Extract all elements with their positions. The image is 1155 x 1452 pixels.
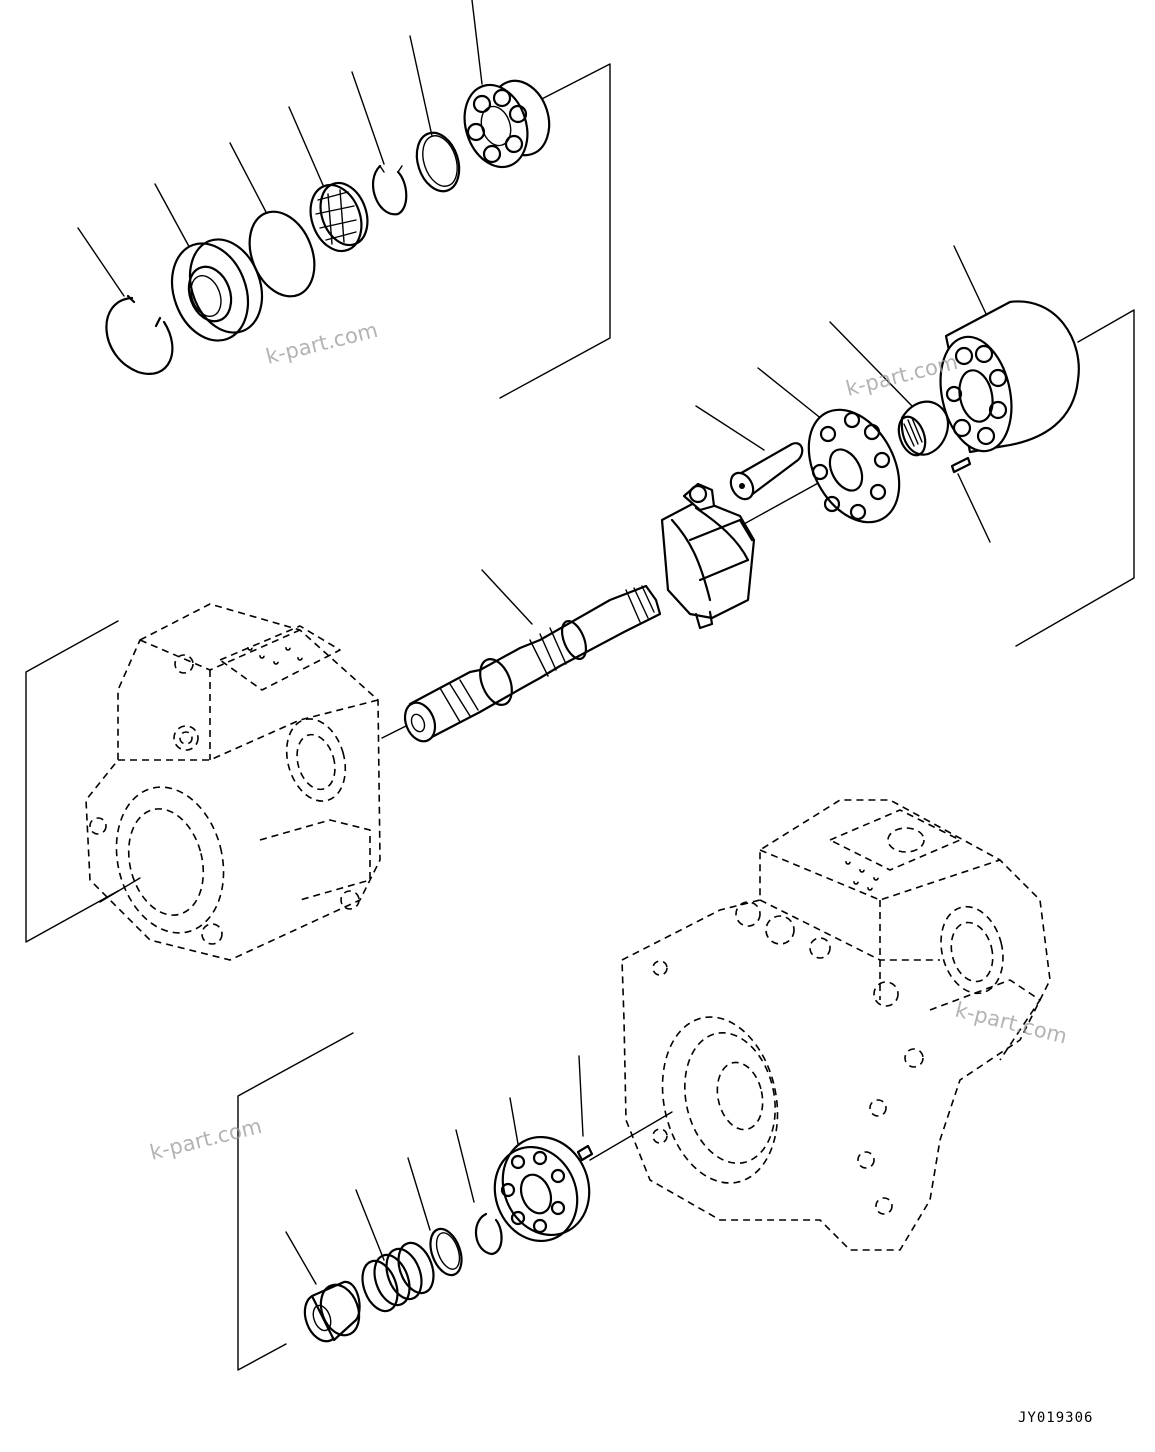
group-frame-left (25, 620, 119, 943)
group-frame-bottom (237, 1032, 354, 1371)
part-roller-bearing (463, 79, 551, 169)
part-needle-bearing (309, 181, 369, 253)
part-spherical-bushing (897, 400, 950, 457)
part-washer (429, 1227, 463, 1277)
part-cylinder-block (939, 300, 1080, 454)
part-dowel-pin (576, 1144, 594, 1162)
part-spacer-ring (415, 131, 461, 193)
part-drive-shaft (403, 584, 662, 743)
part-seal-housing (170, 238, 264, 342)
part-valve-plate (493, 1135, 591, 1243)
group-frame-right (1015, 309, 1135, 647)
leader-lines (77, 0, 991, 1285)
pump-housing-front (85, 603, 381, 961)
part-snap-ring-small (474, 1212, 503, 1256)
watermark-3: k-part.com (953, 998, 1070, 1049)
watermark-4: k-part.com (147, 1114, 264, 1165)
part-seat (303, 1280, 361, 1343)
part-spring (361, 1241, 435, 1313)
watermark-1: k-part.com (263, 318, 380, 369)
part-swash-plate (660, 482, 756, 630)
part-small-pin (950, 456, 972, 474)
part-retainer-plate (807, 408, 901, 524)
part-snap-ring-large (105, 294, 174, 375)
part-o-ring (248, 210, 316, 298)
pump-housing-rear (621, 799, 1051, 1251)
part-retaining-clip (371, 164, 408, 216)
group-frame-top-left (499, 63, 611, 399)
part-guide-pin (729, 442, 804, 501)
drawing-code: JY019306 (1018, 1410, 1093, 1426)
